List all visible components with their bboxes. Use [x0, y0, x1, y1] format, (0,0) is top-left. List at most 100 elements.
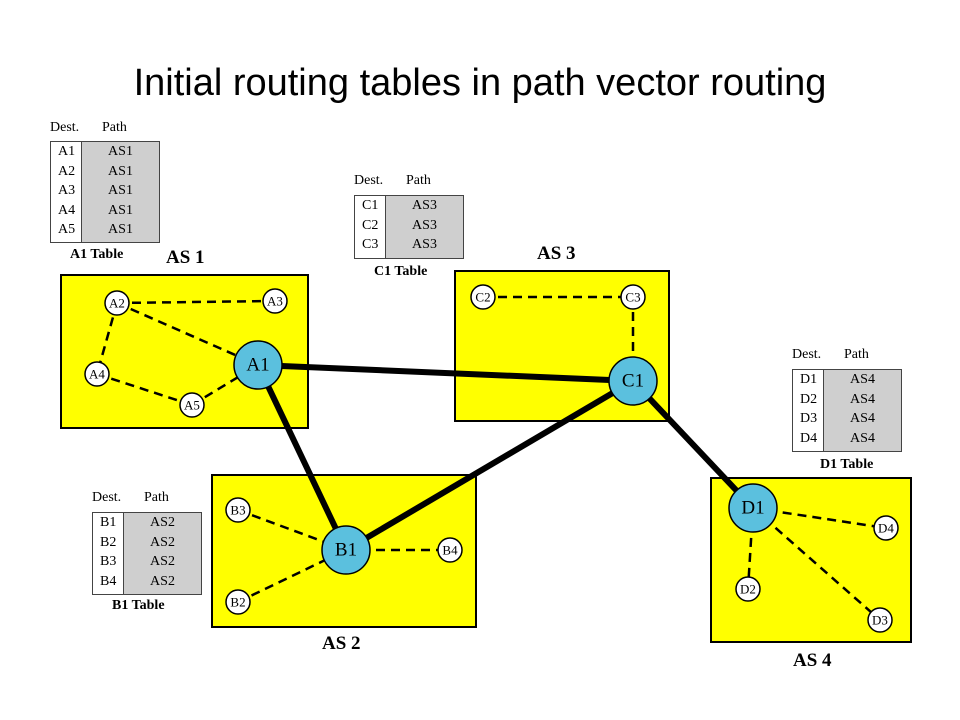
- link-a2-a3: [116, 299, 276, 305]
- table-caption: A1 Table: [70, 247, 124, 262]
- dest-cell: D2: [800, 391, 818, 407]
- as4-label: AS 4: [793, 650, 832, 671]
- path-column: AS4 AS4 AS4 AS4: [824, 370, 901, 451]
- dest-column: C1 C2 C3: [355, 196, 386, 258]
- link-a2-a1: [116, 301, 259, 367]
- node-label: B2: [230, 595, 245, 610]
- dest-cell: A5: [58, 222, 76, 237]
- link-c1-d1: [630, 378, 756, 511]
- path-header: Path: [102, 120, 127, 135]
- node-label: D4: [878, 521, 894, 536]
- path-cell: AS3: [412, 217, 437, 233]
- path-cell: AS4: [850, 430, 875, 446]
- dest-cell: A3: [58, 183, 76, 198]
- node-label: A5: [184, 398, 200, 413]
- table-caption: D1 Table: [820, 457, 874, 472]
- dest-cell: D3: [800, 411, 818, 426]
- dest-cell: D1: [800, 372, 818, 387]
- path-cell: AS1: [108, 202, 133, 218]
- dest-header: Dest.: [50, 120, 80, 135]
- dest-header: Dest.: [792, 347, 822, 362]
- as2-label: AS 2: [322, 633, 361, 654]
- link-b2-b1: [237, 548, 347, 604]
- node-c2: C2: [470, 284, 496, 310]
- path-cell: AS3: [412, 237, 437, 252]
- path-cell: AS4: [850, 411, 875, 426]
- dest-cell: A2: [58, 163, 76, 179]
- node-label: A4: [89, 367, 105, 382]
- path-column: AS3 AS3 AS3: [386, 196, 463, 258]
- speaker-node-a1: A1: [233, 340, 283, 390]
- node-a2: A2: [104, 290, 130, 316]
- path-cell: AS2: [150, 515, 175, 530]
- node-a4: A4: [84, 361, 110, 387]
- node-a5: A5: [179, 392, 205, 418]
- node-label: A3: [267, 294, 283, 309]
- link-a1-b1: [255, 363, 349, 552]
- table-caption: C1 Table: [374, 264, 428, 279]
- speaker-node-c1: C1: [608, 356, 658, 406]
- dest-cell: B1: [100, 515, 117, 530]
- path-header: Path: [844, 347, 869, 362]
- page-title: Initial routing tables in path vector ro…: [133, 62, 827, 104]
- speaker-node-d1: D1: [728, 483, 778, 533]
- table-body: A1 A2 A3 A4 A5 AS1 AS1 AS1 AS1 AS1: [50, 141, 160, 243]
- dest-cell: B2: [100, 534, 117, 550]
- link-d1-d2: [746, 507, 755, 590]
- path-cell: AS3: [412, 198, 437, 213]
- dest-header: Dest.: [354, 173, 384, 188]
- link-a1-c1: [257, 362, 634, 384]
- table-body: C1 C2 C3 AS3 AS3 AS3: [354, 195, 464, 259]
- node-label: A2: [109, 296, 125, 311]
- node-label: D1: [741, 498, 764, 519]
- path-cell: AS1: [108, 144, 133, 159]
- node-label: D3: [872, 613, 888, 628]
- dest-cell: D4: [800, 430, 818, 446]
- path-header: Path: [144, 490, 169, 505]
- path-cell: AS1: [108, 222, 133, 237]
- path-cell: AS4: [850, 372, 875, 387]
- node-d2: D2: [735, 576, 761, 602]
- node-label: C2: [475, 290, 490, 305]
- node-b3: B3: [225, 497, 251, 523]
- dest-cell: A4: [58, 202, 76, 218]
- node-label: A1: [246, 355, 269, 376]
- dest-cell: A1: [58, 144, 76, 159]
- path-cell: AS1: [108, 183, 133, 198]
- path-cell: AS2: [150, 573, 175, 589]
- dest-column: B1 B2 B3 B4: [93, 513, 124, 594]
- table-caption: B1 Table: [112, 598, 165, 613]
- link-a4-a5: [96, 372, 193, 407]
- node-c3: C3: [620, 284, 646, 310]
- dest-column: D1 D2 D3 D4: [793, 370, 824, 451]
- dest-cell: B3: [100, 554, 117, 569]
- node-label: B4: [442, 543, 458, 558]
- dest-header: Dest.: [92, 490, 122, 505]
- node-b2: B2: [225, 589, 251, 615]
- dest-cell: C3: [362, 237, 379, 252]
- as1-label: AS 1: [166, 247, 205, 268]
- link-d1-d3: [752, 507, 881, 621]
- node-label: C3: [625, 290, 640, 305]
- path-cell: AS1: [108, 163, 133, 179]
- node-label: B3: [230, 503, 245, 518]
- path-header: Path: [406, 173, 431, 188]
- speaker-node-b1: B1: [321, 525, 371, 575]
- path-cell: AS4: [850, 391, 875, 407]
- node-b4: B4: [437, 537, 463, 563]
- dest-column: A1 A2 A3 A4 A5: [51, 142, 82, 242]
- dest-cell: C2: [362, 217, 379, 233]
- dest-cell: C1: [362, 198, 379, 213]
- path-cell: AS2: [150, 554, 175, 569]
- node-a3: A3: [262, 288, 288, 314]
- node-label: D2: [740, 582, 756, 597]
- inter-as-links: [255, 362, 756, 553]
- link-b1-c1: [344, 378, 635, 553]
- path-cell: AS2: [150, 534, 175, 550]
- table-body: D1 D2 D3 D4 AS4 AS4 AS4 AS4: [792, 369, 902, 452]
- as3-label: AS 3: [537, 243, 576, 264]
- path-column: AS1 AS1 AS1 AS1 AS1: [82, 142, 159, 242]
- path-column: AS2 AS2 AS2 AS2: [124, 513, 201, 594]
- node-d4: D4: [873, 515, 899, 541]
